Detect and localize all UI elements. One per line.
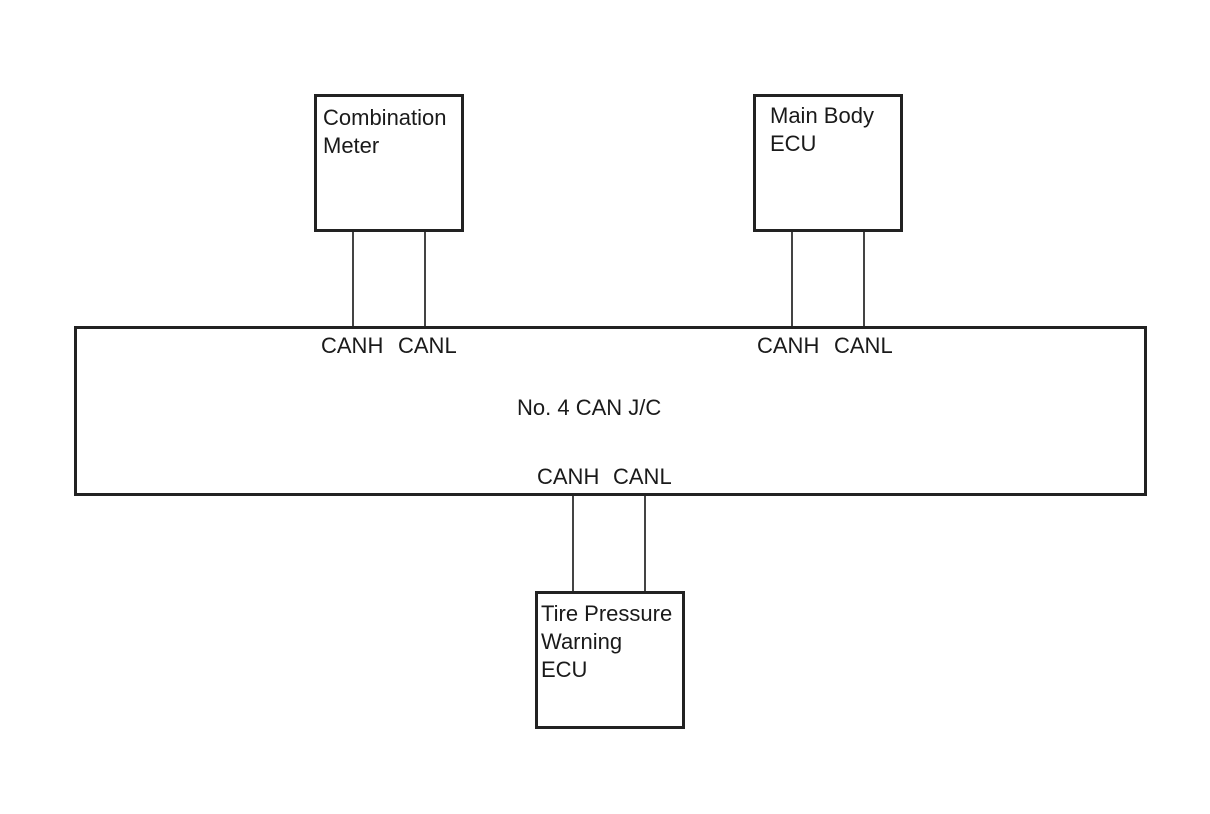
- can-junction-label: No. 4 CAN J/C: [517, 395, 662, 420]
- combination-meter-canh-pin: CANH: [321, 333, 384, 358]
- main-body-ecu-label: Main Body ECU: [770, 103, 874, 156]
- combination-meter-canh-wire: [352, 232, 354, 326]
- combination-meter-box: [314, 94, 464, 232]
- combination-meter-canl-pin: CANL: [398, 333, 457, 358]
- tire-pressure-ecu-canh-pin: CANH: [537, 464, 600, 489]
- tire-pressure-ecu-canl-wire: [644, 496, 646, 591]
- tire-pressure-warning-ecu-label: Tire Pressure Warning ECU: [541, 601, 673, 682]
- main-body-ecu-canh-pin: CANH: [757, 333, 820, 358]
- can-junction-box: [74, 326, 1147, 496]
- main-body-ecu-canl-pin: CANL: [834, 333, 893, 358]
- tire-pressure-ecu-canl-pin: CANL: [613, 464, 672, 489]
- tire-pressure-ecu-canh-wire: [572, 496, 574, 591]
- tire-pressure-warning-ecu-box: [535, 591, 685, 729]
- combination-meter-label: Combination Meter: [323, 105, 447, 158]
- main-body-ecu-box: [753, 94, 903, 232]
- main-body-ecu-canl-wire: [863, 232, 865, 326]
- combination-meter-canl-wire: [424, 232, 426, 326]
- main-body-ecu-canh-wire: [791, 232, 793, 326]
